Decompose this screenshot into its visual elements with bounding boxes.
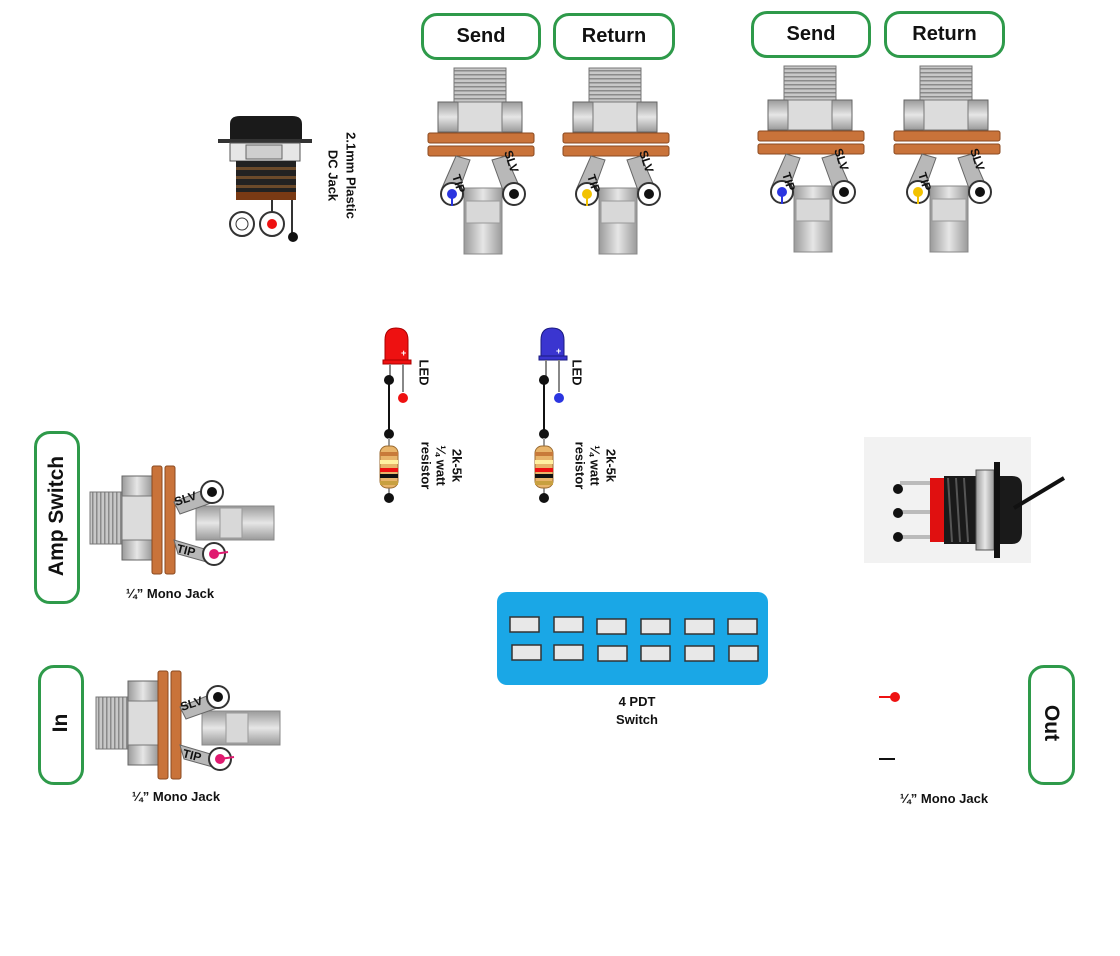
tip-lug-label: TIP: [449, 173, 468, 195]
jack-loop1-return: [562, 67, 670, 255]
out-label: [1028, 665, 1075, 785]
dc-jack: [218, 116, 312, 242]
amp-switch-caption: ¼” Mono Jack: [125, 586, 215, 601]
switch-caption-1: 4 PDT: [618, 694, 656, 709]
switch-lugs-top-row: [509, 616, 758, 635]
loop2-return-label: Return: [884, 11, 1005, 58]
out-caption: ¼” Mono Jack: [899, 791, 989, 806]
amp-switch-label: [34, 431, 80, 604]
loop1-send-text: Send: [456, 25, 506, 47]
jack-loop1-send: TIP SLV: [427, 67, 535, 255]
footswitch: [864, 437, 1066, 563]
led2-plus: +: [556, 346, 561, 356]
switch-caption-2: Switch: [616, 712, 658, 727]
jack-loop2-send: [757, 65, 865, 253]
switch-lugs-bottom-row: [511, 644, 759, 662]
loop1-send-label: Send: [421, 13, 541, 60]
4pdt-switch: [497, 592, 768, 685]
h-tip-label: TIP: [175, 541, 197, 559]
led1-plus: +: [401, 348, 406, 358]
sleeve-lug-label: SLV: [501, 149, 521, 175]
h-sleeve-label: SLV: [173, 489, 199, 509]
in-label: [38, 665, 84, 785]
jack-loop2-return: [893, 65, 1001, 253]
in-caption: ¼” Mono Jack: [131, 789, 221, 804]
led-blue: +: [538, 327, 568, 439]
loop1-return-label: Return: [553, 13, 675, 60]
jack-amp-switch: SLV TIP: [89, 465, 275, 575]
loop2-return-text: Return: [912, 23, 977, 45]
loop1-return-text: Return: [581, 25, 647, 47]
loop2-send-text: Send: [786, 23, 836, 45]
resistor-1: [379, 438, 399, 503]
resistor-2: [534, 438, 554, 503]
jack-input: [95, 670, 281, 780]
loop2-send-label: Send: [751, 11, 871, 58]
led-red: +: [382, 327, 412, 439]
